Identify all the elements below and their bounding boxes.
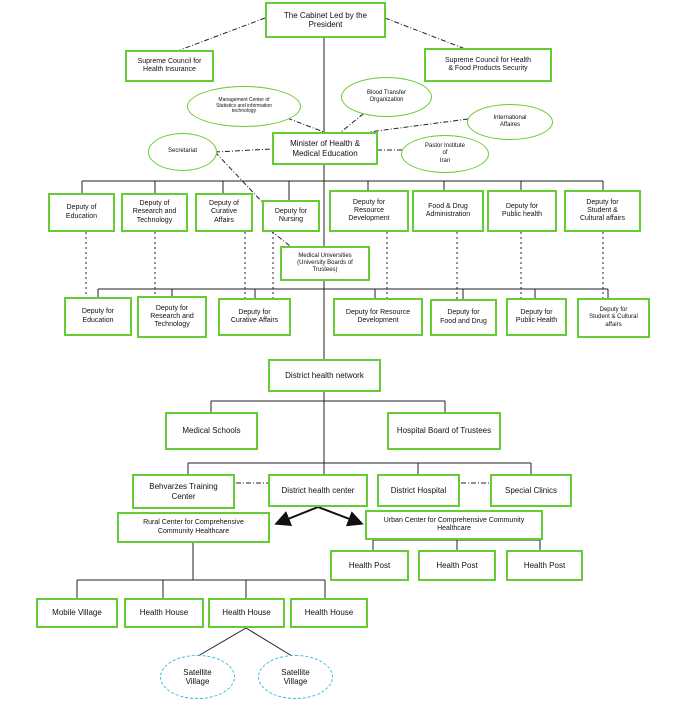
- deputy-education-node: Deputy of Education: [48, 193, 115, 232]
- health-house-node: Health House: [124, 598, 204, 628]
- local-deputy-public-node: Deputy for Public Health: [506, 298, 567, 336]
- local-deputy-curative-node: Deputy for Curative Affairs: [218, 298, 291, 336]
- urban-center-node: Urban Center for Comprehensive Community…: [365, 510, 543, 540]
- lines-to-satellites: [197, 627, 293, 657]
- minister-node: Minister of Health & Medical Education: [272, 132, 378, 165]
- supreme-council-health-insurance: Supreme Council for Health Insurance: [125, 50, 214, 82]
- deputy-student-node: Deputy for Student & Cultural affairs: [564, 190, 641, 232]
- local-deputy-food-node: Deputy for Food and Drug: [430, 299, 497, 336]
- pastor-institute-node: Pastor Institute of Iran: [401, 135, 489, 173]
- management-center-node: Management Center of Statistics and info…: [187, 86, 301, 127]
- district-hospital-node: District Hospital: [377, 474, 460, 507]
- district-health-center-node: District health center: [268, 474, 368, 507]
- bus-urban-children: [372, 539, 541, 550]
- bus-district-row: [187, 462, 532, 474]
- blood-transfer-node: Blood Transfer Organization: [341, 77, 432, 117]
- international-affaires-node: International Affaires: [467, 104, 553, 140]
- local-deputy-research-node: Deputy for Research and Technology: [137, 296, 207, 338]
- local-deputy-student-node: Deputy for Student & Cultural affairs: [577, 298, 650, 338]
- health-post-node: Health Post: [506, 550, 583, 581]
- health-post-node: Health Post: [418, 550, 496, 581]
- deputy-resource-node: Deputy for Resource Development: [329, 190, 409, 232]
- food-drug-admin-node: Food & Drug Administration: [412, 190, 484, 232]
- health-house-node: Health House: [208, 598, 285, 628]
- deputy-nursing-node: Deputy for Nursing: [262, 200, 320, 232]
- hospital-board-node: Hospital Board of Trustees: [387, 412, 501, 450]
- district-health-network-node: District health network: [268, 359, 381, 392]
- cabinet-node: The Cabinet Led by the President: [265, 2, 386, 38]
- deputy-curative-node: Deputy of Curative Affairs: [195, 193, 253, 232]
- bus-rural-children: [76, 579, 326, 598]
- local-deputy-education-node: Deputy for Education: [64, 297, 132, 336]
- medical-schools-node: Medical Schools: [165, 412, 258, 450]
- mobile-village-node: Mobile Village: [36, 598, 118, 628]
- health-house-node: Health House: [290, 598, 368, 628]
- arrow-to-urban: [317, 506, 364, 527]
- rural-center-node: Rural Center for Comprehensive Community…: [117, 512, 270, 543]
- medical-universities-node: Medical Universities (University Boards …: [280, 246, 370, 281]
- deputy-public-health-node: Deputy for Public health: [487, 190, 557, 232]
- satellite-village-node: Satellite Village: [160, 655, 235, 699]
- arrow-to-rural: [274, 506, 319, 526]
- special-clinics-node: Special Clinics: [490, 474, 572, 507]
- satellite-village-node: Satellite Village: [258, 655, 333, 699]
- behvarzes-training-node: Behvarzes Training Center: [132, 474, 235, 509]
- supreme-council-food-security: Supreme Council for Health & Food Produc…: [424, 48, 552, 82]
- deputy-research-node: Deputy of Research and Technology: [121, 193, 188, 232]
- local-deputy-resource-node: Deputy for Resource Development: [333, 298, 423, 336]
- health-post-node: Health Post: [330, 550, 409, 581]
- secretariat-node: Secretariat: [148, 133, 217, 171]
